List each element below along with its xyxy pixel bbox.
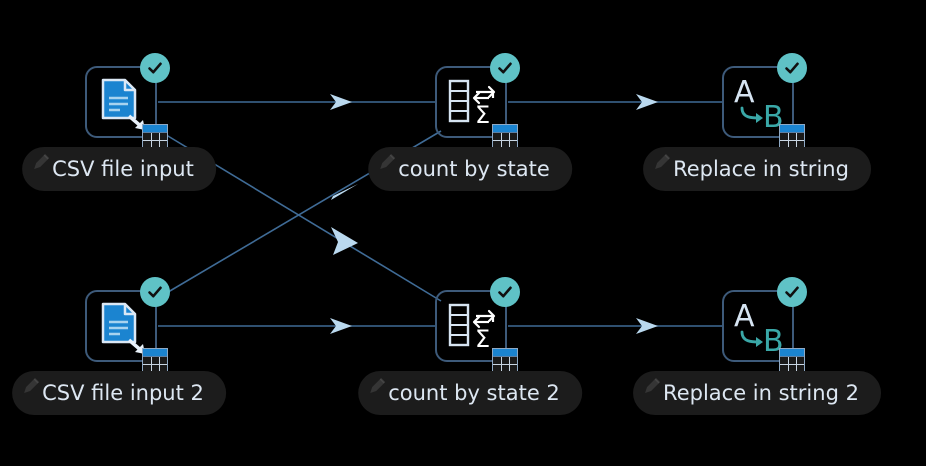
node-label-text: CSV file input (52, 157, 194, 181)
node-label-chip-csv-file-input-2[interactable]: CSV file input 2 (12, 371, 226, 415)
node-csv-file-input[interactable] (85, 53, 170, 148)
check-ok-icon (777, 53, 807, 83)
letter-b: B (763, 100, 784, 134)
node-body: A B (724, 277, 807, 372)
node-label-text: Replace in string 2 (663, 381, 859, 405)
node-count-by-state-2[interactable]: Σ (435, 277, 520, 372)
table-output-icon (779, 348, 805, 372)
node-body: Σ (437, 53, 520, 148)
pencil-edit-icon (380, 154, 396, 169)
table-output-icon (142, 124, 168, 148)
group-aggregate-sigma-icon: Σ (448, 303, 496, 353)
svg-text:Σ: Σ (475, 325, 490, 353)
node-replace-in-string[interactable]: A B (722, 53, 807, 148)
edge-csv2-to-count2[interactable] (158, 318, 435, 334)
check-ok-icon (140, 277, 170, 307)
node-body: Σ (437, 277, 520, 372)
node-label-chip-count-by-state-2[interactable]: count by state 2 (358, 371, 582, 415)
edge-count2-to-replace2[interactable] (508, 318, 722, 334)
check-ok-icon (490, 277, 520, 307)
check-ok-icon (490, 53, 520, 83)
node-label-text: Replace in string (673, 157, 849, 181)
node-count-by-state[interactable]: Σ (435, 53, 520, 148)
replace-a-to-b-icon: A B (734, 299, 784, 358)
node-label-text: count by state (398, 157, 550, 181)
letter-a: A (734, 299, 755, 334)
group-aggregate-sigma-icon: Σ (448, 79, 496, 129)
node-label-chip-csv-file-input[interactable]: CSV file input (22, 147, 216, 191)
node-body (87, 277, 170, 372)
node-label-text: count by state 2 (388, 381, 560, 405)
pencil-edit-icon (645, 378, 661, 393)
pencil-edit-icon (34, 154, 50, 169)
edge-count1-to-replace1[interactable] (508, 94, 722, 110)
table-output-icon (492, 348, 518, 372)
node-body (87, 53, 170, 148)
csv-document-icon (101, 78, 145, 130)
node-body: A B (724, 53, 807, 148)
replace-a-to-b-icon: A B (734, 75, 784, 134)
table-output-icon (492, 124, 518, 148)
node-replace-in-string-2[interactable]: A B (722, 277, 807, 372)
edge-csv1-to-count1[interactable] (158, 94, 435, 110)
letter-b: B (763, 324, 784, 358)
pencil-edit-icon (24, 378, 40, 393)
pencil-edit-icon (370, 378, 386, 393)
pencil-edit-icon (655, 154, 671, 169)
node-label-chip-count-by-state[interactable]: count by state (368, 147, 572, 191)
letter-a: A (734, 75, 755, 110)
check-ok-icon (140, 53, 170, 83)
check-ok-icon (777, 277, 807, 307)
node-csv-file-input-2[interactable] (85, 277, 170, 372)
table-output-icon (142, 348, 168, 372)
table-output-icon (779, 124, 805, 148)
node-label-chip-replace-in-string-2[interactable]: Replace in string 2 (633, 371, 881, 415)
svg-text:Σ: Σ (475, 101, 490, 129)
node-label-text: CSV file input 2 (42, 381, 204, 405)
node-label-chip-replace-in-string[interactable]: Replace in string (643, 147, 871, 191)
